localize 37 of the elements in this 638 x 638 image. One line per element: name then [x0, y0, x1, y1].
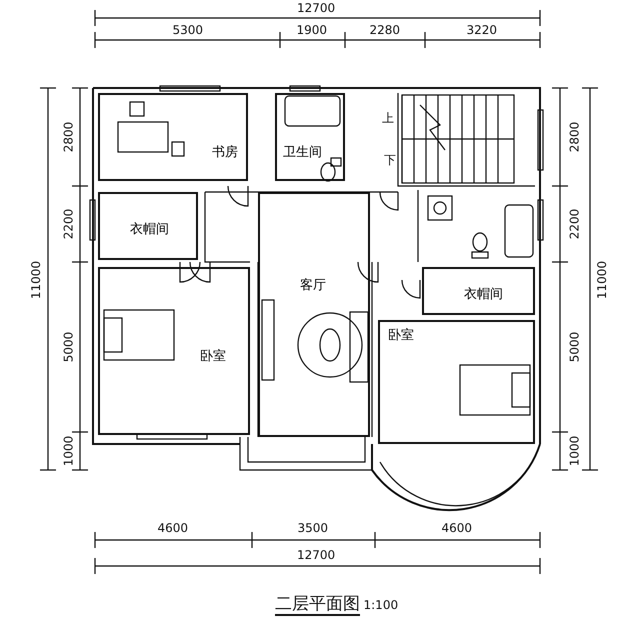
scale-label: 1:100 — [364, 598, 398, 612]
room-name: 卫生间 — [283, 145, 322, 160]
dimension-label: 2800 — [60, 122, 75, 152]
room-name: 书房 — [212, 145, 238, 160]
dimension-label: 4600 — [158, 521, 188, 535]
dimension-label: 12700 — [297, 1, 336, 15]
dimension-label: 5000 — [566, 332, 581, 362]
dimension-label: 2200 — [566, 208, 581, 240]
stair-direction-label: 上 — [382, 111, 394, 125]
stair-direction-label: 下 — [384, 153, 396, 167]
dimension-label: 1900 — [296, 23, 328, 37]
dimension-label: 12700 — [297, 548, 336, 562]
dimension-label: 11000 — [595, 260, 610, 300]
dimension-label: 11000 — [29, 260, 44, 300]
room-name: 卧室 — [388, 328, 414, 343]
drawing-title: 二层平面图 — [275, 594, 360, 616]
room-name: 衣帽间 — [130, 222, 169, 237]
room-outline — [98, 267, 250, 435]
dimension-label: 2200 — [60, 208, 75, 240]
room-name: 衣帽间 — [464, 287, 503, 302]
dimension-label: 3500 — [298, 521, 328, 535]
dimension-label: 5000 — [60, 332, 75, 362]
room-name: 客厅 — [300, 278, 326, 293]
room-outline — [258, 192, 370, 437]
dimension-label: 2280 — [370, 23, 400, 37]
dimension-label: 3220 — [466, 23, 498, 37]
dimension-label: 1000 — [60, 436, 75, 466]
room-name: 卧室 — [200, 349, 226, 364]
room-outline — [378, 320, 535, 444]
room-outline — [422, 267, 535, 315]
dimension-label: 1000 — [566, 436, 581, 466]
room-outline — [98, 192, 198, 260]
dimension-label: 2800 — [566, 122, 581, 152]
dimension-label: 4600 — [442, 521, 472, 535]
room-outline — [275, 93, 345, 181]
dimension-label: 5300 — [172, 23, 204, 37]
room-outline — [98, 93, 248, 181]
